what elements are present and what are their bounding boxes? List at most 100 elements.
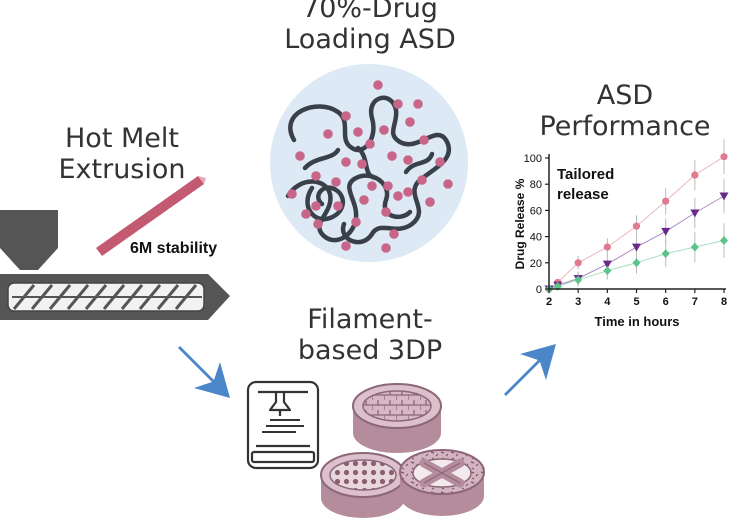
chart-point bbox=[661, 227, 671, 236]
drug-particle bbox=[313, 219, 323, 229]
chart-point bbox=[574, 275, 583, 285]
polymer-chain-4 bbox=[305, 185, 345, 222]
chart-point bbox=[603, 266, 612, 276]
drug-particle bbox=[383, 181, 393, 191]
drug-particle bbox=[333, 201, 343, 211]
chart-y-tick-label: 80 bbox=[530, 179, 542, 191]
chart-point bbox=[720, 153, 728, 161]
chart-point bbox=[632, 258, 641, 268]
stability-label: 6M stability bbox=[130, 240, 217, 257]
chart-point bbox=[603, 243, 611, 251]
hme-heading-line1: Hot Melt bbox=[65, 123, 179, 154]
drug-particle bbox=[311, 171, 321, 181]
filament-body bbox=[96, 176, 204, 256]
drug-particle bbox=[393, 191, 403, 201]
chart-y-tick-label: 20 bbox=[530, 258, 542, 270]
drug-particle bbox=[365, 139, 375, 149]
drug-particle bbox=[389, 229, 399, 239]
performance-heading-line1: ASD bbox=[596, 80, 654, 111]
chart-point bbox=[690, 209, 700, 218]
printed-tablet-cross bbox=[399, 449, 485, 516]
asd-heading-line2: Loading ASD bbox=[284, 24, 456, 55]
chart-y-tick-label: 40 bbox=[530, 232, 542, 244]
drug-particle bbox=[419, 135, 429, 145]
chart-x-tick-label: 3 bbox=[575, 296, 581, 308]
chart-y-tick-label: 100 bbox=[524, 153, 542, 165]
drug-particle bbox=[353, 127, 363, 137]
drug-particle bbox=[393, 99, 403, 109]
hme-heading: Hot Melt Extrusion bbox=[22, 123, 222, 185]
chart-y-tick-label: 0 bbox=[536, 284, 542, 296]
printing-heading-line2: based 3DP bbox=[297, 335, 443, 366]
drug-particle bbox=[373, 80, 383, 90]
drug-particle bbox=[443, 179, 453, 189]
chart-x-tick-label: 7 bbox=[692, 296, 698, 308]
drug-particle bbox=[405, 117, 415, 127]
drug-particle bbox=[381, 243, 391, 253]
chart-xlabel: Time in hours bbox=[595, 314, 680, 329]
drug-particle bbox=[359, 195, 369, 205]
chart-series-line bbox=[548, 156, 725, 290]
asd-dispersion-circle bbox=[270, 64, 468, 262]
drug-particle bbox=[425, 197, 435, 207]
asd-heading-line1: 70%-Drug bbox=[302, 0, 438, 24]
chart-point bbox=[574, 259, 582, 267]
drug-particle bbox=[287, 189, 297, 199]
polymer-chain-1 bbox=[288, 95, 451, 245]
drug-particle bbox=[331, 177, 341, 187]
arrow-up-right-icon bbox=[504, 344, 556, 396]
drug-particle bbox=[357, 159, 367, 169]
drug-particle bbox=[341, 111, 351, 121]
drug-particle bbox=[351, 217, 361, 227]
drug-particle bbox=[295, 151, 305, 161]
asd-heading: 70%-Drug Loading ASD bbox=[255, 0, 485, 55]
chart-point bbox=[602, 260, 612, 269]
hme-heading-line2: Extrusion bbox=[58, 154, 186, 185]
printing-heading: Filament- based 3DP bbox=[270, 304, 470, 366]
extruder-hopper bbox=[0, 210, 58, 270]
chart-x-tick-label: 5 bbox=[633, 296, 639, 308]
chart-y-tick-label: 60 bbox=[530, 205, 542, 217]
drug-particle bbox=[381, 207, 391, 217]
drug-particle bbox=[403, 155, 413, 165]
chart-x-tick-label: 2 bbox=[546, 296, 552, 308]
drug-particles bbox=[287, 80, 453, 253]
chart-series-lines bbox=[548, 156, 725, 290]
chart-point bbox=[720, 236, 728, 246]
chart-point bbox=[690, 242, 699, 252]
drug-particle bbox=[323, 129, 333, 139]
chart-point bbox=[632, 243, 641, 252]
drug-particle bbox=[413, 99, 423, 109]
drug-particle bbox=[435, 157, 445, 167]
filament-tip bbox=[198, 176, 206, 184]
printed-tablet-lattice bbox=[320, 452, 406, 518]
extruder bbox=[0, 210, 230, 320]
chart-x-tick-label: 8 bbox=[721, 296, 727, 308]
drug-particle bbox=[341, 241, 351, 251]
chart-axes bbox=[545, 154, 726, 293]
performance-heading-line2: Performance bbox=[539, 111, 711, 142]
drug-particle bbox=[301, 209, 311, 219]
drug-particle bbox=[367, 181, 377, 191]
drug-particle bbox=[311, 201, 321, 211]
chart-series-line bbox=[548, 195, 725, 290]
performance-heading: ASD Performance bbox=[520, 80, 730, 142]
chart-point bbox=[662, 197, 670, 205]
tailored-label-line1: Tailored bbox=[557, 166, 614, 183]
extruder-screw bbox=[12, 284, 202, 310]
filament bbox=[96, 176, 206, 256]
printing-heading-line1: Filament- bbox=[307, 304, 433, 335]
chart-point bbox=[719, 192, 729, 201]
chart-x-tick-label: 4 bbox=[604, 296, 611, 308]
drug-particle bbox=[341, 157, 351, 167]
printed-tablet-brick bbox=[352, 383, 442, 453]
arrow-down-right-icon bbox=[178, 346, 230, 398]
drug-particle bbox=[403, 187, 413, 197]
chart-point bbox=[632, 222, 641, 230]
polymer-chain-3 bbox=[302, 147, 435, 175]
drug-particle bbox=[387, 151, 397, 161]
chart-x-tick-label: 6 bbox=[663, 296, 669, 308]
